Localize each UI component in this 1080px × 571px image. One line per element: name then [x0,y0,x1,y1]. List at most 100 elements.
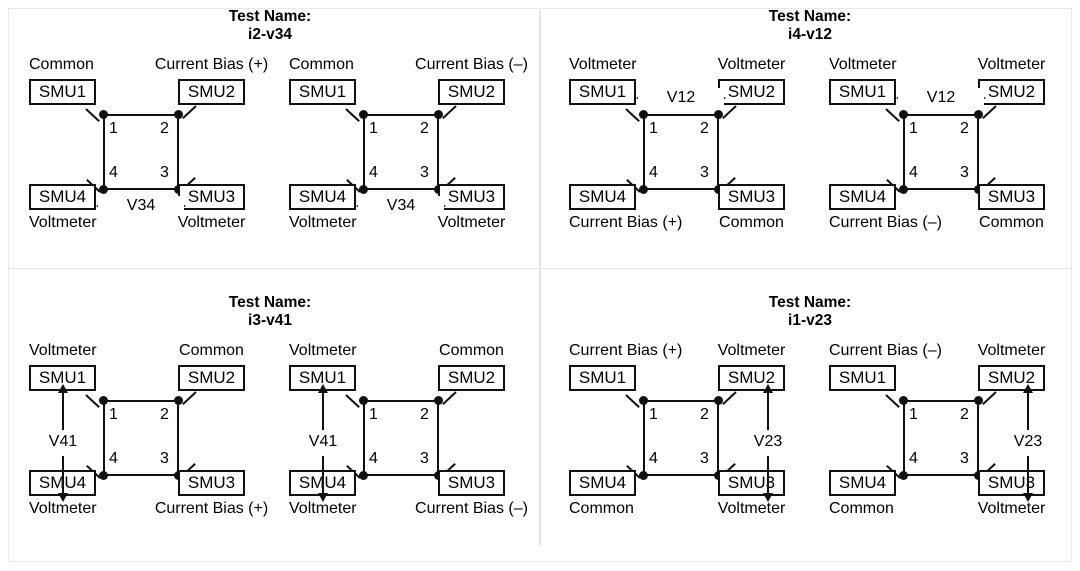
terminal-label-bottom-right: Voltmeter [977,500,1046,517]
lead-stub-2 [182,105,197,120]
contact-dot-2 [174,110,183,119]
sample-outline [903,400,979,476]
diagram-i3-v41-positive: Voltmeter Common Voltmeter Current Bias … [22,331,272,531]
sample-square: 1 2 4 3 [359,110,443,194]
diagram-i2-v34-negative: Common Current Bias (–) Voltmeter Voltme… [282,45,532,245]
contact-number-2: 2 [420,120,429,137]
smu-box-smu2: SMU2 [978,365,1045,391]
sample-outline [643,400,719,476]
lead-stub-2 [722,105,737,120]
contact-dot-1 [639,396,648,405]
diagram-i3-v41-negative: Voltmeter Common Voltmeter Current Bias … [282,331,532,531]
terminal-label-top-left: Voltmeter [29,342,97,359]
terminal-label-top-left: Current Bias (+) [569,342,683,359]
contact-number-4: 4 [109,450,118,467]
smu-box-smu2: SMU2 [438,79,505,105]
test-name-value: i4-v12 [788,26,832,43]
smu-box-smu4: SMU4 [569,470,636,496]
terminal-label-bottom-right: Voltmeter [177,214,246,231]
contact-dot-1 [99,110,108,119]
sample-square: 1 2 4 3 [639,110,723,194]
test-name-label: Test Name: [768,8,852,25]
diagram-i1-v23-negative: Current Bias (–) Voltmeter Common Voltme… [822,331,1072,531]
sample-outline [103,114,179,190]
contact-dot-4 [359,471,368,480]
arrow-head-bottom [1023,493,1033,502]
contact-dot-4 [99,471,108,480]
smu-box-smu3: SMU3 [438,184,505,210]
contact-number-2: 2 [960,120,969,137]
sample-square: 1 2 4 3 [99,110,183,194]
contact-number-2: 2 [420,406,429,423]
arrow-head-top [763,384,773,393]
contact-number-2: 2 [160,406,169,423]
sample-square: 1 2 4 3 [359,396,443,480]
arrow-head-bottom [318,493,328,502]
sample-square: 1 2 4 3 [639,396,723,480]
arrow-head-top [1023,384,1033,393]
contact-dot-2 [434,396,443,405]
terminal-label-bottom-right: Voltmeter [717,500,786,517]
contact-number-3: 3 [160,450,169,467]
smu-box-smu3: SMU3 [978,184,1045,210]
terminal-label-top-left: Voltmeter [569,56,637,73]
diagram-i4-v12-positive: Voltmeter Voltmeter Current Bias (+) Com… [562,45,812,245]
contact-number-1: 1 [109,406,118,423]
smu-box-smu1: SMU1 [29,79,96,105]
contact-number-3: 3 [420,164,429,181]
terminal-label-bottom-left: Common [829,500,894,517]
contact-number-1: 1 [909,406,918,423]
smu-box-smu3: SMU3 [438,470,505,496]
arrow-line-bottom [322,456,324,496]
measurement-arrow-vertical: V41 [291,384,355,502]
diagram-i4-v12-negative: Voltmeter Voltmeter Current Bias (–) Com… [822,45,1072,245]
contact-number-2: 2 [960,406,969,423]
measurement-arrow-vertical: V23 [996,384,1060,502]
measurement-arrow-horizontal: V34 [96,196,186,215]
contact-number-3: 3 [160,164,169,181]
sample-square: 1 2 4 3 [899,110,983,194]
measurement-arrow-horizontal: V34 [356,196,446,215]
test-name-label: Test Name: [228,294,312,311]
smu-box-smu3: SMU3 [718,184,785,210]
test-name-label: Test Name: [768,294,852,311]
frame-bottom-border [8,561,1072,562]
terminal-label-top-left: Voltmeter [289,342,357,359]
contact-number-4: 4 [649,450,658,467]
terminal-label-bottom-right: Common [979,214,1044,231]
lead-stub-2 [982,105,997,120]
smu-box-smu1: SMU1 [569,365,636,391]
frame-right-border [1071,8,1072,562]
smu-box-smu4: SMU4 [829,184,896,210]
lead-stub-1 [345,108,360,123]
measurement-label: V23 [736,432,800,451]
panel-title: Test Name: i3-v41 [0,294,540,330]
contact-number-4: 4 [909,164,918,181]
contact-number-1: 1 [109,120,118,137]
smu-box-smu3: SMU3 [718,470,785,496]
terminal-label-bottom-right: Current Bias (–) [415,500,528,517]
contact-dot-4 [99,185,108,194]
test-panel-i3-v41: Test Name: i3-v41 Voltmeter Common Voltm… [0,286,540,571]
measurement-arrow-horizontal: V12 [636,88,726,107]
contact-dot-2 [434,110,443,119]
contact-number-3: 3 [700,450,709,467]
measurement-arrow-vertical: V41 [31,384,95,502]
contact-dot-2 [714,110,723,119]
terminal-label-bottom-left: Current Bias (–) [829,214,942,231]
terminal-label-top-right: Current Bias (–) [415,56,528,73]
test-name-value: i3-v41 [248,312,292,329]
diagram-i1-v23-positive: Current Bias (+) Voltmeter Common Voltme… [562,331,812,531]
measurement-arrow-horizontal: V12 [896,88,986,107]
terminal-label-top-right: Common [439,342,504,359]
smu-box-smu3: SMU3 [978,470,1045,496]
smu-box-smu4: SMU4 [289,184,356,210]
terminal-label-top-right: Common [179,342,244,359]
contact-number-4: 4 [649,164,658,181]
terminal-label-top-left: Current Bias (–) [829,342,942,359]
terminal-label-top-right: Current Bias (+) [154,56,269,73]
arrow-head-top [318,384,328,393]
lead-stub-2 [722,391,737,406]
test-panel-i4-v12: Test Name: i4-v12 Voltmeter Voltmeter Cu… [540,0,1080,285]
